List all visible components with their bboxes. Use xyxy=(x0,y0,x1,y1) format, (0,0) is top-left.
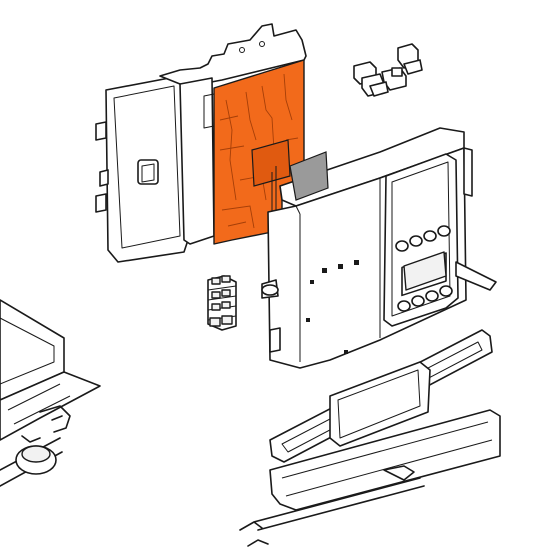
lower-assembly xyxy=(0,299,101,487)
wire-bracket xyxy=(239,465,425,547)
back-cover xyxy=(95,23,307,263)
terminal-block xyxy=(207,275,237,331)
control-buttons xyxy=(395,225,453,312)
control-housing xyxy=(261,127,497,369)
front-fascia xyxy=(269,329,501,511)
connector-clips xyxy=(353,43,423,97)
